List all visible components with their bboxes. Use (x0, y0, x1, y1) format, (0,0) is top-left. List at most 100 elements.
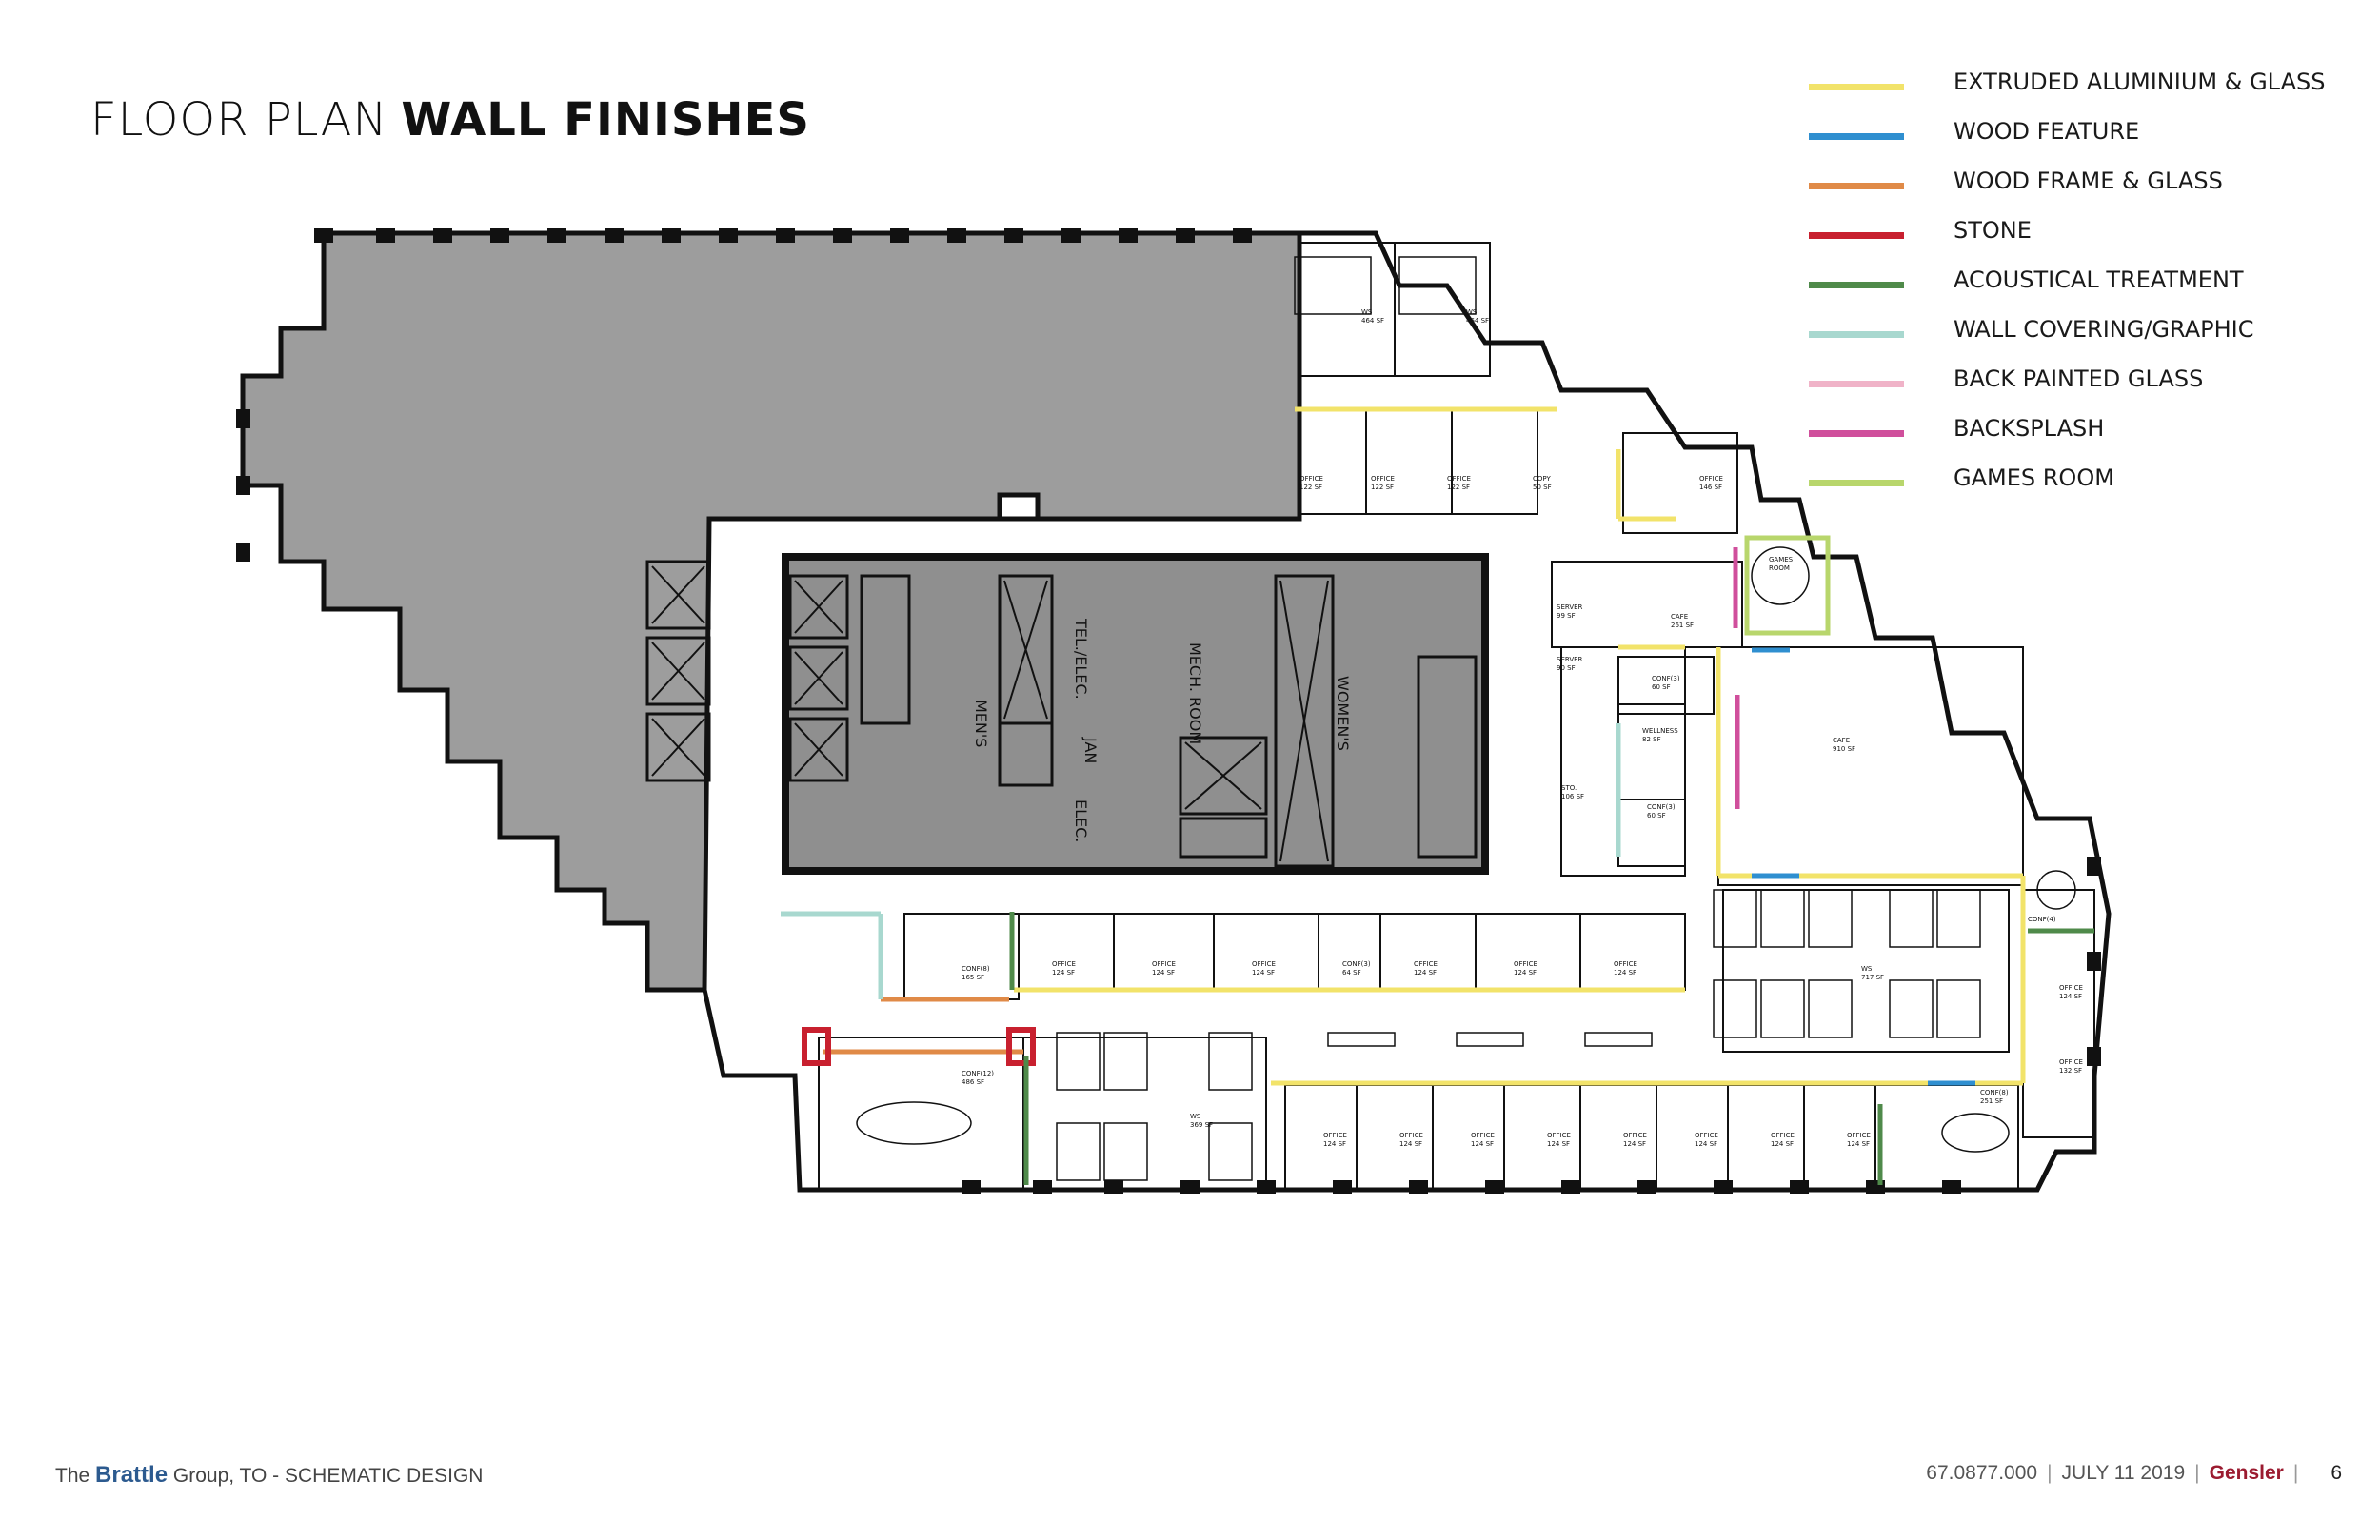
room-label-conf-4-right: CONF(4) (2028, 916, 2056, 923)
legend-item: GAMES ROOM (1809, 463, 2342, 512)
legend-label: GAMES ROOM (1954, 464, 2114, 491)
legend-swatch (1809, 331, 1904, 338)
legend-swatch (1809, 133, 1904, 140)
legend-item: BACK PAINTED GLASS (1809, 364, 2342, 413)
room-label-conf-60-a: CONF(3)60 SF (1652, 675, 1680, 691)
footer-separator: | (2292, 1462, 2299, 1484)
perimeter-columns (236, 228, 2101, 1194)
footer-prefix: The (55, 1465, 90, 1487)
page-number: 6 (2330, 1462, 2342, 1484)
footer-separator: | (2047, 1462, 2053, 1484)
legend-item: ACOUSTICAL TREATMENT (1809, 265, 2342, 314)
tel-elec-label: TEL./ELEC. (1072, 618, 1090, 700)
legend-swatch (1809, 232, 1904, 239)
finish-games-room (1744, 535, 1831, 636)
footer-date: JULY 11 2019 (2061, 1462, 2186, 1484)
room-label-conf-251: CONF(8)251 SF (1980, 1089, 2009, 1105)
legend-item: WALL COVERING/GRAPHIC (1809, 314, 2342, 364)
finish-stone (802, 1027, 1036, 1066)
womens-label: WOMEN'S (1334, 676, 1352, 751)
legend-label: WOOD FEATURE (1954, 118, 2140, 145)
room-label-sto: STO.106 SF (1561, 784, 1584, 800)
legend-item: WOOD FEATURE (1809, 116, 2342, 166)
office-dividers (1113, 243, 1805, 1190)
legend-label: BACK PAINTED GLASS (1954, 365, 2204, 392)
footer-brand: Brattle (95, 1462, 169, 1488)
legend-label: WOOD FRAME & GLASS (1954, 168, 2223, 194)
finish-wood-feature (1752, 647, 1975, 1086)
title-bold: WALL FINISHES (401, 93, 810, 147)
legend-label: STONE (1954, 217, 2032, 244)
jan-label: JAN (1081, 737, 1100, 763)
legend-swatch (1809, 480, 1904, 486)
mens-label: MEN'S (972, 700, 990, 747)
footer-suffix: Group, TO - SCHEMATIC DESIGN (172, 1465, 484, 1487)
legend-item: STONE (1809, 215, 2342, 265)
room-label-conf-165: CONF(8)165 SF (962, 965, 990, 981)
legend-item: WOOD FRAME & GLASS (1809, 166, 2342, 215)
title-light: FLOOR PLAN (90, 93, 388, 147)
legend-swatch (1809, 381, 1904, 387)
workstations (856, 256, 2076, 1181)
legend-label: ACOUSTICAL TREATMENT (1954, 267, 2244, 293)
mech-room-label: MECH. ROOM (1186, 642, 1204, 744)
finish-acoustical (1009, 912, 2094, 1185)
legend-label: EXTRUDED ALUMINIUM & GLASS (1954, 69, 2326, 95)
legend-swatch (1809, 282, 1904, 288)
legend-item: BACKSPLASH (1809, 413, 2342, 463)
legend-swatch (1809, 183, 1904, 189)
elevator-crosses (651, 565, 1329, 862)
building-core (782, 553, 1489, 875)
footer-project-number: 67.0877.000 (1926, 1462, 2038, 1484)
legend: EXTRUDED ALUMINIUM & GLASS WOOD FEATURE … (1809, 67, 2342, 512)
room-label-conf-60-b: CONF(3)60 SF (1647, 803, 1676, 819)
elec-label: ELEC. (1072, 800, 1090, 842)
room-label-conf-486: CONF(12)486 SF (962, 1070, 994, 1086)
legend-label: WALL COVERING/GRAPHIC (1954, 316, 2254, 343)
legend-label: BACKSPLASH (1954, 415, 2105, 442)
legend-swatch (1809, 84, 1904, 90)
legend-swatch (1809, 430, 1904, 437)
core-shafts (645, 560, 1478, 868)
finish-wall-covering (781, 723, 1621, 999)
footer-project-title: The Brattle Group, TO - SCHEMATIC DESIGN (55, 1462, 483, 1489)
finish-backsplash (1733, 547, 1740, 809)
finish-wood-frame-glass (823, 997, 1023, 1055)
legend-item: EXTRUDED ALUMINIUM & GLASS (1809, 67, 2342, 116)
footer-separator: | (2194, 1462, 2200, 1484)
footer-meta: 67.0877.000|JULY 11 2019|Gensler|6 (1926, 1462, 2342, 1485)
room-label-conf-64: CONF(3)64 SF (1342, 960, 1371, 977)
